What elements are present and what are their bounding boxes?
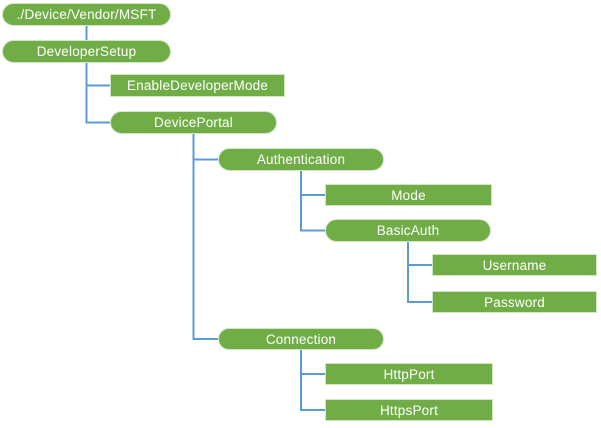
node-enabledevelopermode: EnableDeveloperMode	[110, 74, 285, 97]
node-httpsport: HttpsPort	[325, 399, 493, 421]
node-httpport: HttpPort	[325, 363, 493, 385]
node-label: Username	[482, 257, 547, 273]
node-label: DeveloperSetup	[36, 44, 137, 59]
node-msft: ./Device/Vendor/MSFT	[2, 3, 171, 26]
connector-developersetup-deviceportal	[85, 63, 110, 124]
connector-developersetup-enabledevelopermode	[85, 63, 110, 87]
node-label: Password	[484, 294, 545, 310]
node-authentication: Authentication	[218, 148, 384, 171]
node-label: HttpPort	[383, 366, 435, 382]
node-label: ./Device/Vendor/MSFT	[16, 7, 157, 22]
connector-basicauth-password	[407, 242, 432, 303]
node-label: HttpsPort	[379, 402, 439, 418]
node-connection: Connection	[218, 328, 384, 350]
node-label: EnableDeveloperMode	[126, 78, 269, 93]
node-mode: Mode	[325, 184, 492, 206]
connector-connection-httpsport	[300, 350, 325, 411]
node-password: Password	[432, 291, 597, 313]
node-label: BasicAuth	[376, 223, 440, 238]
node-developersetup: DeveloperSetup	[2, 40, 171, 63]
connector-authentication-mode	[300, 171, 325, 196]
node-deviceportal: DevicePortal	[110, 111, 277, 134]
connector-deviceportal-authentication	[192, 134, 218, 161]
connector-authentication-basicauth	[300, 171, 325, 232]
node-label: DevicePortal	[154, 115, 233, 130]
node-label: Mode	[391, 187, 426, 203]
node-label: Authentication	[256, 152, 346, 167]
node-username: Username	[432, 254, 597, 276]
node-label: Connection	[265, 331, 337, 347]
connector-basicauth-username	[407, 242, 432, 266]
connector-connection-httpport	[300, 350, 325, 375]
node-basicauth: BasicAuth	[325, 219, 491, 242]
connector-deviceportal-connection	[192, 134, 218, 340]
